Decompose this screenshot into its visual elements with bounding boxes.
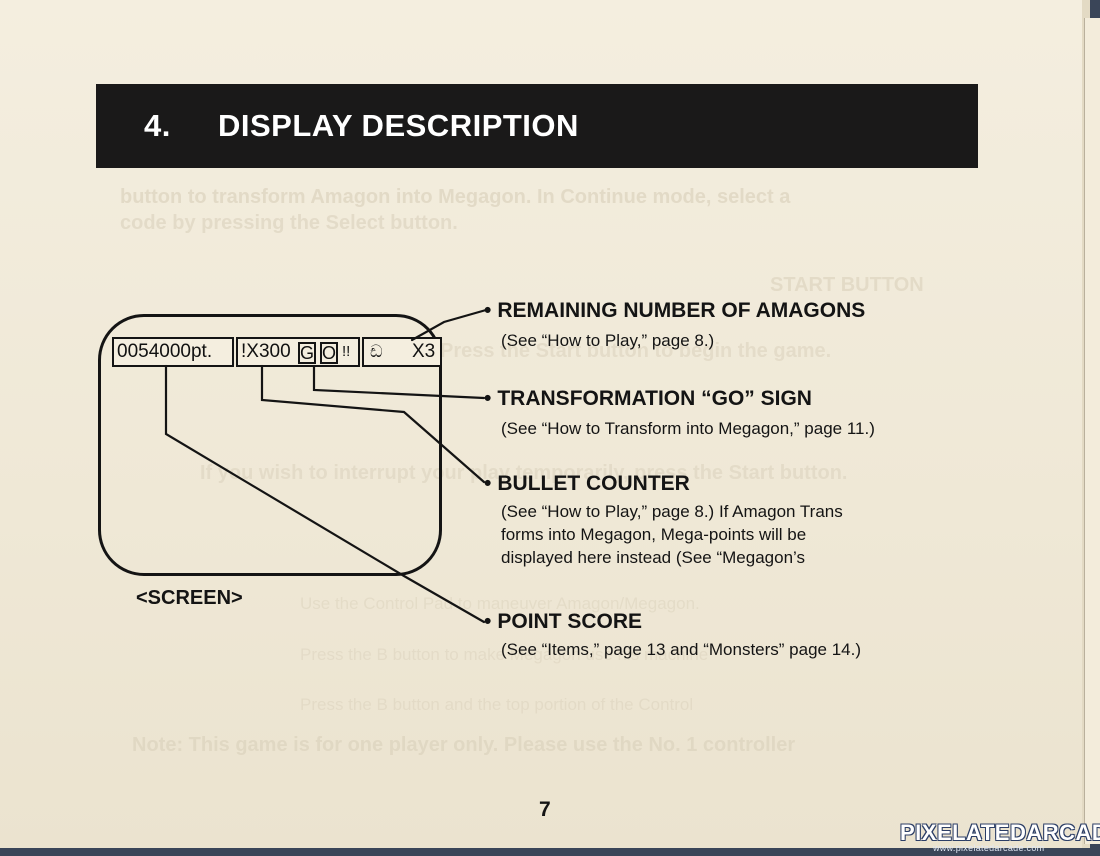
bleed-through-text: Press the Start button to begin the game…: [440, 340, 832, 362]
section-title: DISPLAY DESCRIPTION: [218, 108, 579, 143]
item-point-score-title: POINT SCORE: [484, 610, 642, 634]
section-header: 4. DISPLAY DESCRIPTION: [96, 84, 978, 168]
item-bullet-counter-title: BULLET COUNTER: [484, 472, 690, 496]
watermark-url: www.pixelatedarcade.com: [933, 843, 1045, 853]
item-bullet-counter-note-line-2: forms into Megagon, Mega-points will be: [501, 525, 807, 544]
watermark-logo: PIXELATEDARCADE: [900, 820, 1100, 845]
item-bullet-counter-note-line-1: (See “How to Play,” page 8.) If Amagon T…: [501, 502, 843, 521]
page-edge: [1084, 18, 1100, 844]
hud-go-mark: !!: [342, 343, 351, 360]
bleed-through-text: Note: This game is for one player only. …: [132, 734, 796, 756]
item-bullet-counter-note-line-3: displayed here instead (See “Megagon’s: [501, 548, 805, 567]
item-go-sign-title: TRANSFORMATION “GO” SIGN: [484, 387, 812, 411]
hud-point-score: 0054000pt.: [112, 337, 234, 367]
bleed-through-text: button to transform Amagon into Megagon.…: [120, 186, 791, 208]
amagon-head-icon: ඩ: [370, 342, 383, 361]
bleed-through-text: Press the B button to make Megagon use h…: [300, 645, 709, 664]
hud-remaining-amagons: ඩ X3: [362, 337, 442, 367]
hud-bullet-count: !X300: [241, 341, 291, 362]
screen-caption: <SCREEN>: [136, 587, 243, 609]
item-point-score-note: (See “Items,” page 13 and “Monsters” pag…: [501, 640, 862, 659]
item-remaining-amagons-title: REMAINING NUMBER OF AMAGONS: [484, 299, 865, 323]
bleed-through-text: START BUTTON: [770, 274, 924, 296]
leader-line-bullet-counter: [260, 364, 486, 484]
leader-line-go-sign: [312, 364, 486, 400]
bleed-through-text: Use the Control Pad to maneuver Amagon/M…: [300, 594, 700, 613]
item-remaining-amagons-note: (See “How to Play,” page 8.): [501, 331, 715, 350]
leader-line-lives: [410, 308, 488, 342]
bleed-through-text: Press the B button and the top portion o…: [300, 695, 694, 714]
page-number: 7: [539, 798, 551, 821]
bleed-through-text: code by pressing the Select button.: [120, 212, 458, 234]
leader-line-point-score: [164, 364, 486, 624]
hud-bullet-counter: !X300 G O !!: [236, 337, 360, 367]
item-go-sign-note: (See “How to Transform into Megagon,” pa…: [501, 419, 875, 438]
hud-go-letter-g: G: [298, 342, 316, 364]
hud-lives-count: X3: [412, 341, 436, 362]
section-number: 4.: [144, 108, 171, 143]
hud-go-letter-o: O: [320, 342, 338, 364]
